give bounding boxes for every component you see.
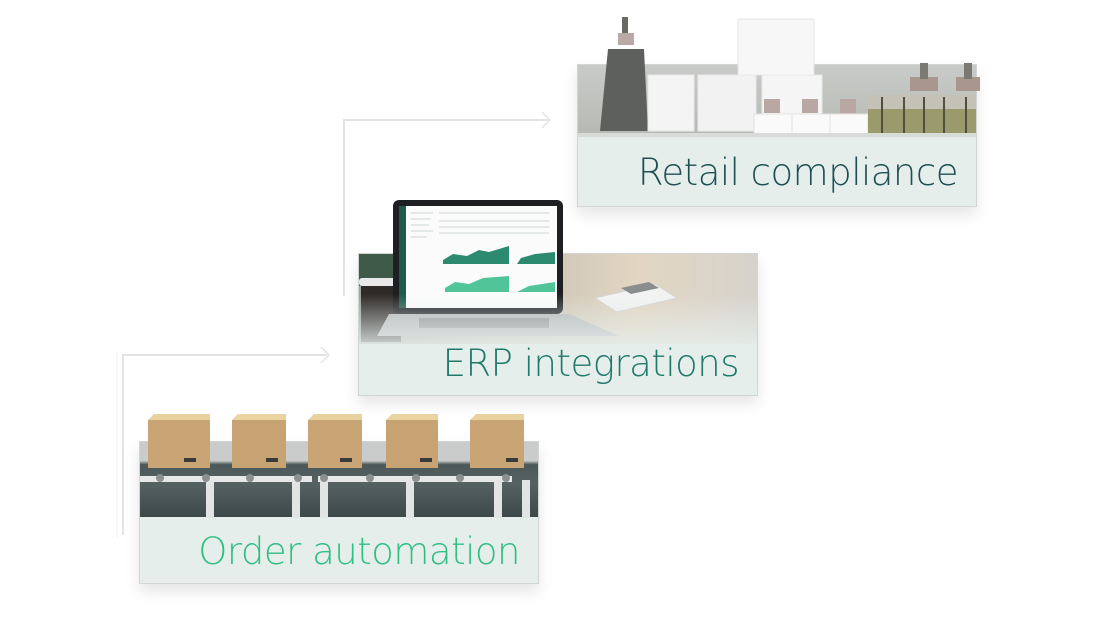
connector-erp-to-retail [343,111,552,296]
step-label: Order automation [198,530,520,573]
conveyor-boxes-image [140,414,530,518]
box [470,414,524,468]
retail-products-image [600,17,980,137]
arrow-head-icon [320,346,331,364]
arrow-head-icon [541,111,552,129]
step-card-order-automation: Order automation [139,414,539,584]
image-fade [359,294,757,354]
box [308,414,362,468]
step-label: Retail compliance [637,151,959,194]
connector-line [343,119,548,296]
step-label: ERP integrations [442,342,740,385]
box [232,414,286,468]
step-card-retail-compliance: Retail compliance [577,17,980,207]
box [148,414,210,468]
shelf-edge [578,133,976,137]
box [386,414,438,468]
connector-line [122,354,327,535]
step-card-erp-integrations: ERP integrations [358,200,758,396]
connector-order-to-erp [116,346,331,538]
